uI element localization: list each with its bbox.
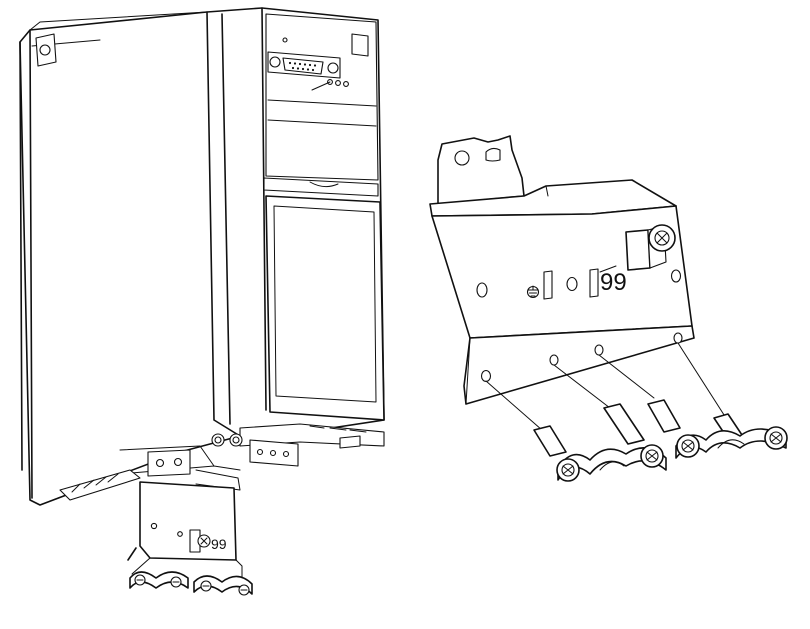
mounted-cable-clamps bbox=[129, 571, 253, 596]
mounted-bracket-plate bbox=[139, 481, 237, 561]
front-cover bbox=[265, 195, 385, 421]
mounted-bracket: 99 bbox=[127, 481, 253, 596]
status-leds bbox=[311, 79, 349, 91]
earth-symbol bbox=[526, 285, 540, 299]
bracket-seat bbox=[147, 449, 191, 477]
earth-screw bbox=[599, 224, 676, 273]
bracket-lower-flange bbox=[463, 325, 695, 405]
drive-left-face bbox=[19, 29, 33, 499]
mount-ear bbox=[35, 33, 57, 67]
cable-clamp-1 bbox=[556, 444, 667, 482]
exploded-bracket: 99 bbox=[429, 135, 695, 405]
exploded-marking-label: 99 bbox=[600, 269, 627, 296]
hinge-strip bbox=[263, 177, 379, 197]
bracket-main-plate bbox=[431, 205, 693, 339]
dsub-connector bbox=[267, 37, 341, 79]
cable-clamp-2 bbox=[675, 426, 788, 459]
drive-panel-edge bbox=[221, 7, 267, 425]
terminal-block bbox=[211, 423, 385, 467]
drive-front-edge bbox=[206, 11, 241, 437]
fan-grille bbox=[59, 469, 141, 501]
bracket-top-tab bbox=[437, 135, 525, 205]
explode-lines bbox=[485, 342, 727, 431]
panel-latch bbox=[351, 33, 369, 57]
mounted-marking-label: 99 bbox=[211, 536, 227, 552]
drive-unit bbox=[19, 7, 385, 506]
exploded-cable-clamps bbox=[533, 399, 788, 482]
